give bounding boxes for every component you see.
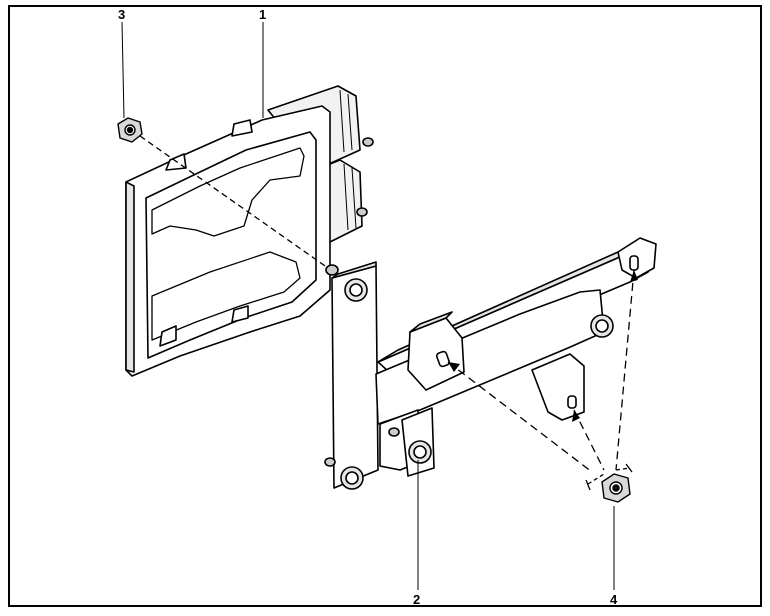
assembly-arrows <box>448 270 638 422</box>
module-top-tab-right <box>231 119 253 137</box>
module-bottom-tab-right <box>231 305 249 323</box>
leader-3 <box>121 21 125 119</box>
callout-2: 2 <box>413 592 420 607</box>
assembly-line-slot-right <box>615 269 635 471</box>
assembly-lines <box>139 135 635 491</box>
assembly-line-slot-center <box>447 361 593 473</box>
module-housing-edge <box>125 181 135 373</box>
callout-3: 3 <box>118 7 125 22</box>
mounting-bracket <box>324 237 657 490</box>
control-module <box>125 85 374 377</box>
bracket-slot-center <box>435 350 451 368</box>
module-flange-inner <box>145 131 317 359</box>
callout-leaders <box>121 21 615 590</box>
assembly-line-slot-drop <box>573 409 605 471</box>
nut-upper-left <box>117 117 143 143</box>
module-bottom-tab-left <box>159 325 177 347</box>
bracket-slot-drop-tab <box>567 395 577 409</box>
callout-4: 4 <box>610 592 618 607</box>
diagram-border <box>8 5 762 607</box>
assembly-line-nut3 <box>139 135 329 269</box>
callout-1: 1 <box>259 7 266 22</box>
nut-lower-right <box>601 473 631 503</box>
bracket-slot-right-tab <box>629 255 639 271</box>
module-inner-panel <box>151 147 305 237</box>
module-stud <box>325 264 339 276</box>
